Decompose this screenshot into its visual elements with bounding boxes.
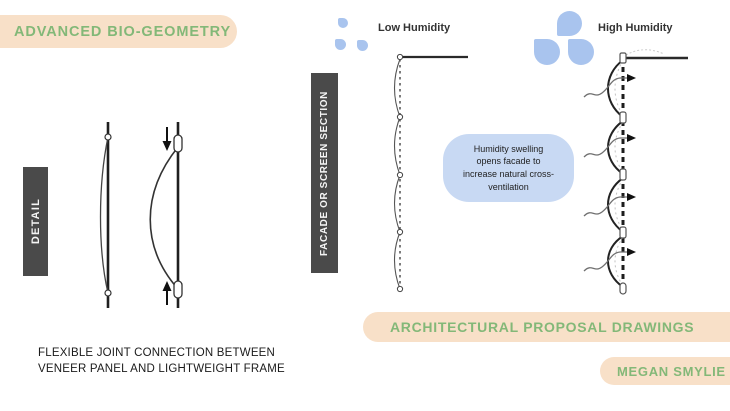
airflow-arrow-icon [583,134,636,158]
panel-relaxed-drawing [99,122,112,308]
airflow-arrow-icon [583,248,636,272]
droplet-icon [335,39,346,50]
detail-caption-line2: VENEER PANEL AND LIGHTWEIGHT FRAME [38,362,285,375]
humidity-callout-text: Humidity swelling opens facade to increa… [462,143,555,192]
page-title: ADVANCED BIO-GEOMETRY [14,23,232,40]
droplet-icon [568,39,594,65]
flexible-joint-diagram [99,122,183,308]
detail-caption: FLEXIBLE JOINT CONNECTION BETWEEN VENEER… [38,346,285,377]
force-down-arrow-icon [162,127,172,151]
high-humidity-label: High Humidity [598,22,673,34]
airflow-arrow-icon [583,74,636,98]
high-humidity-section-drawing [583,49,688,295]
slide-subtitle: ARCHITECTURAL PROPOSAL DRAWINGS [390,319,695,335]
droplet-icon [557,11,582,36]
facade-section-label-box: FACADE OR SCREEN SECTION [311,73,338,273]
panel-bowed-drawing [149,122,183,308]
detail-caption-line1: FLEXIBLE JOINT CONNECTION BETWEEN [38,347,276,359]
force-up-arrow-icon [162,281,172,305]
droplet-icon [357,40,368,51]
subtitle-highlight: ARCHITECTURAL PROPOSAL DRAWINGS [363,312,730,342]
title-highlight: ADVANCED BIO-GEOMETRY [0,15,237,48]
author-highlight: MEGAN SMYLIE [600,357,730,385]
droplet-icon [338,18,348,28]
slide-author: MEGAN SMYLIE [617,363,726,379]
droplet-icon [534,39,560,65]
joint-nodes [619,52,627,295]
low-humidity-label: Low Humidity [378,22,451,34]
detail-label: DETAIL [29,198,42,245]
airflow-arrow-icon [583,193,636,217]
low-humidity-section-drawing [393,53,468,293]
humidity-callout: Humidity swelling opens facade to increa… [443,134,574,202]
detail-label-box: DETAIL [23,167,48,276]
facade-section-label: FACADE OR SCREEN SECTION [319,90,330,256]
